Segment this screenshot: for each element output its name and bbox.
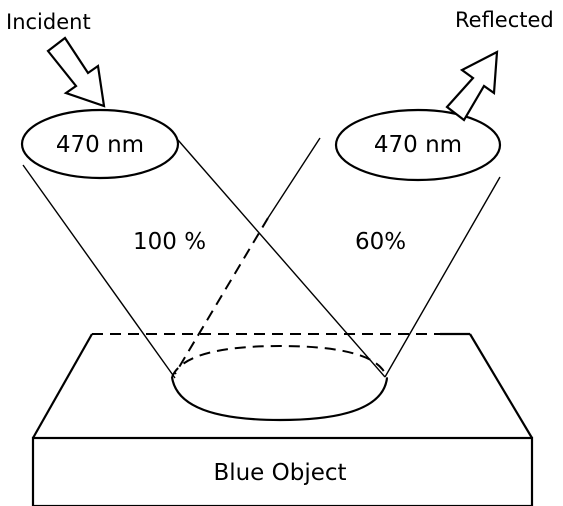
incident-cone-left-edge bbox=[22, 164, 176, 379]
incident-ellipse bbox=[20, 108, 180, 180]
spot-front-arc bbox=[170, 376, 389, 422]
illuminated-spot bbox=[170, 344, 389, 422]
reflected-cone-left-edge-solid bbox=[267, 137, 321, 219]
incident-arrow-icon bbox=[46, 36, 106, 108]
reflected-percent: 60% bbox=[355, 229, 406, 255]
spot-back-arc bbox=[171, 344, 388, 379]
incident-cone bbox=[22, 139, 386, 379]
reflected-cone bbox=[174, 137, 501, 378]
incident-label: Incident bbox=[6, 10, 91, 34]
incident-percent: 100 % bbox=[133, 229, 206, 255]
reflected-ellipse bbox=[334, 108, 502, 182]
reflected-label: Reflected bbox=[455, 8, 554, 32]
blue-object bbox=[31, 332, 534, 506]
object-top-left-edge bbox=[32, 333, 93, 439]
incident-wavelength: 470 nm bbox=[56, 132, 144, 158]
incident-cone-right-edge bbox=[177, 139, 386, 378]
reflected-arrow-icon bbox=[445, 50, 499, 122]
reflected-wavelength: 470 nm bbox=[374, 132, 462, 158]
reflected-cone-right-edge bbox=[384, 176, 501, 378]
object-label: Blue Object bbox=[213, 460, 346, 486]
reflected-cone-left-edge-hidden bbox=[174, 217, 269, 375]
object-front-face bbox=[31, 436, 534, 506]
object-top-right-edge bbox=[469, 333, 533, 439]
